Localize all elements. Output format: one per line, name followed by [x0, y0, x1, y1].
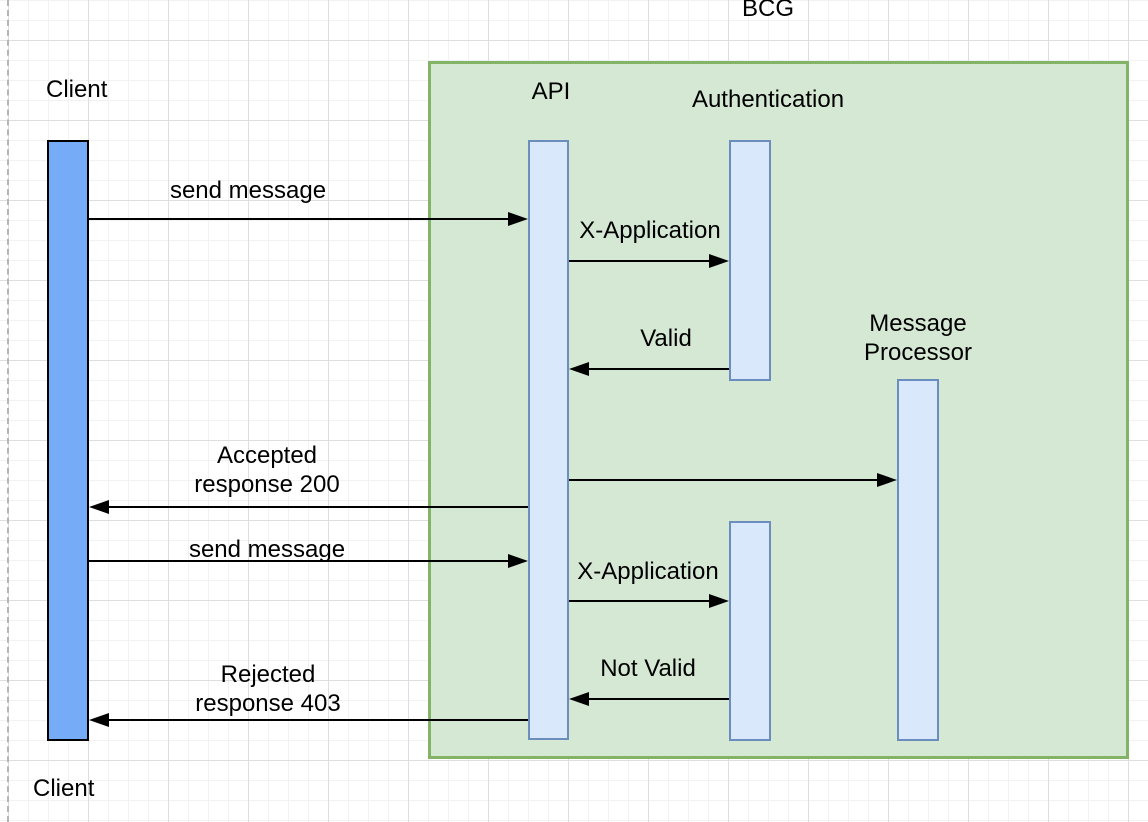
authentication-activation-bar-2[interactable] — [729, 521, 771, 741]
message-processor-activation-bar[interactable] — [897, 379, 939, 741]
arrowhead-icon — [89, 500, 109, 514]
api-activation-bar[interactable] — [528, 140, 569, 740]
client-lifeline-bar[interactable] — [47, 140, 89, 741]
api-label[interactable]: API — [531, 78, 571, 105]
arrow-send-message-1[interactable] — [89, 212, 528, 226]
message-label-x-application-2[interactable]: X-Application — [577, 558, 719, 585]
message-label-valid[interactable]: Valid — [640, 325, 692, 352]
arrow-line — [588, 368, 729, 370]
message-label-not-valid[interactable]: Not Valid — [600, 655, 696, 682]
arrow-not-valid[interactable] — [569, 692, 729, 706]
message-processor-label[interactable]: Message Processor — [863, 310, 973, 366]
bcg-frame-label[interactable]: BCG — [741, 0, 795, 22]
authentication-label[interactable]: Authentication — [691, 86, 845, 113]
arrow-line — [108, 719, 528, 721]
arrow-rejected-response-403[interactable] — [89, 713, 528, 727]
arrowhead-icon — [877, 473, 897, 487]
message-label-send-message-1[interactable]: send message — [169, 177, 327, 204]
arrow-line — [569, 479, 878, 481]
message-label-accepted-response-200[interactable]: Accepted response 200 — [194, 442, 340, 498]
arrow-line — [588, 698, 729, 700]
arrow-x-application-2[interactable] — [569, 594, 729, 608]
arrow-line — [569, 260, 710, 262]
arrow-x-application-1[interactable] — [569, 254, 729, 268]
message-label-x-application-1[interactable]: X-Application — [579, 217, 721, 244]
arrow-send-message-2[interactable] — [89, 554, 528, 568]
arrowhead-icon — [508, 212, 528, 226]
arrow-line — [89, 218, 509, 220]
client-label-top[interactable]: Client — [46, 76, 108, 103]
arrow-accepted-response-200[interactable] — [89, 500, 528, 514]
arrowhead-icon — [569, 692, 589, 706]
message-label-rejected-response-403[interactable]: Rejected response 403 — [195, 661, 341, 717]
arrow-line — [108, 506, 528, 508]
arrowhead-icon — [569, 362, 589, 376]
arrow-valid[interactable] — [569, 362, 729, 376]
arrowhead-icon — [89, 713, 109, 727]
arrowhead-icon — [508, 554, 528, 568]
page-break-line — [7, 0, 9, 822]
arrow-api-to-message-processor[interactable] — [569, 473, 897, 487]
arrowhead-icon — [709, 254, 729, 268]
arrow-line — [569, 600, 710, 602]
message-label-send-message-2[interactable]: send message — [188, 536, 346, 563]
client-label-bottom[interactable]: Client — [33, 775, 95, 802]
arrow-line — [89, 560, 509, 562]
arrowhead-icon — [709, 594, 729, 608]
authentication-activation-bar-1[interactable] — [729, 140, 771, 381]
